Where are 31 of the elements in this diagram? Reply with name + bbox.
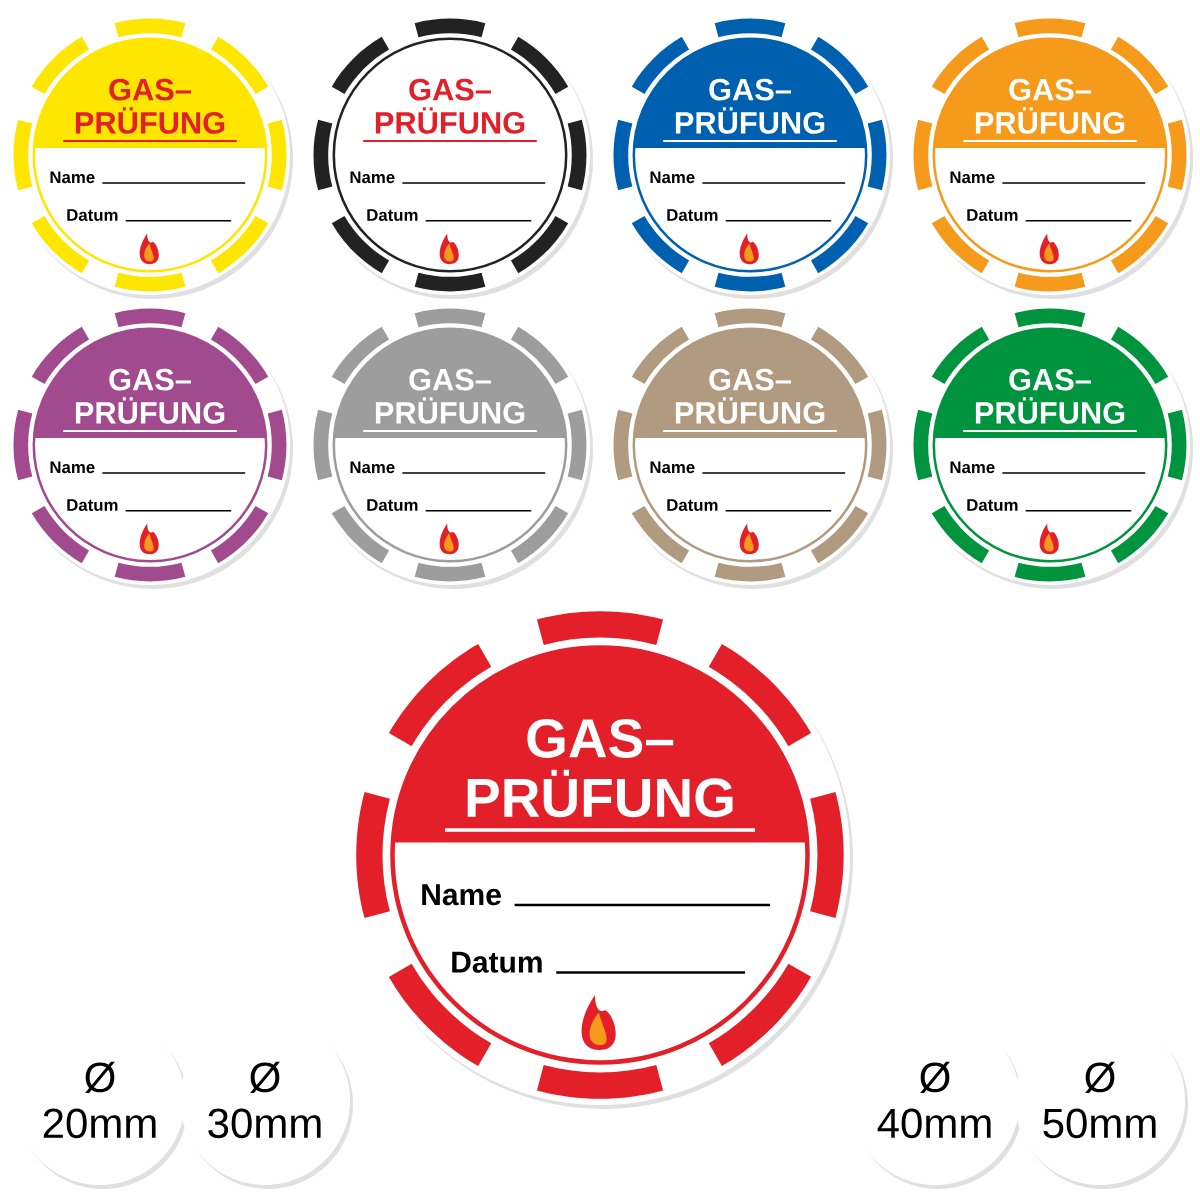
- field-label: Name: [950, 461, 995, 474]
- sticker-title: GAS– PRÜFUNG: [75, 78, 225, 134]
- sticker-title: GAS– PRÜFUNG: [675, 78, 825, 134]
- field-label: Datum: [67, 499, 118, 511]
- sticker-title: GAS– PRÜFUNG: [375, 368, 525, 424]
- sticker-title: GAS– PRÜFUNG: [467, 718, 733, 818]
- field-label: Datum: [967, 209, 1018, 221]
- field-label: Datum: [367, 209, 418, 221]
- field-label: Name: [350, 171, 395, 184]
- sticker-title: GAS– PRÜFUNG: [975, 78, 1125, 134]
- field-label: Datum: [452, 951, 542, 973]
- field-label: Datum: [367, 499, 418, 511]
- field-label: Datum: [667, 499, 718, 511]
- size-badge: Ø 50mm: [1015, 1015, 1188, 1189]
- field-label: Name: [50, 171, 95, 184]
- field-label: Name: [950, 171, 995, 184]
- field-label: Name: [50, 461, 95, 474]
- sticker-title: GAS– PRÜFUNG: [675, 368, 825, 424]
- field-label: Datum: [67, 209, 118, 221]
- field-label: Name: [650, 171, 695, 184]
- sticker-title: GAS– PRÜFUNG: [375, 78, 525, 134]
- field-label: Name: [650, 461, 695, 474]
- field-label: Datum: [967, 499, 1018, 511]
- size-badge: Ø 20mm: [15, 1015, 188, 1189]
- field-label: Datum: [667, 209, 718, 221]
- size-badge: Ø 30mm: [180, 1015, 353, 1189]
- sticker-title: GAS– PRÜFUNG: [75, 368, 225, 424]
- field-label: Name: [422, 884, 501, 906]
- size-badge: Ø 40mm: [850, 1015, 1023, 1189]
- field-label: Name: [350, 461, 395, 474]
- sticker-title: GAS– PRÜFUNG: [975, 368, 1125, 424]
